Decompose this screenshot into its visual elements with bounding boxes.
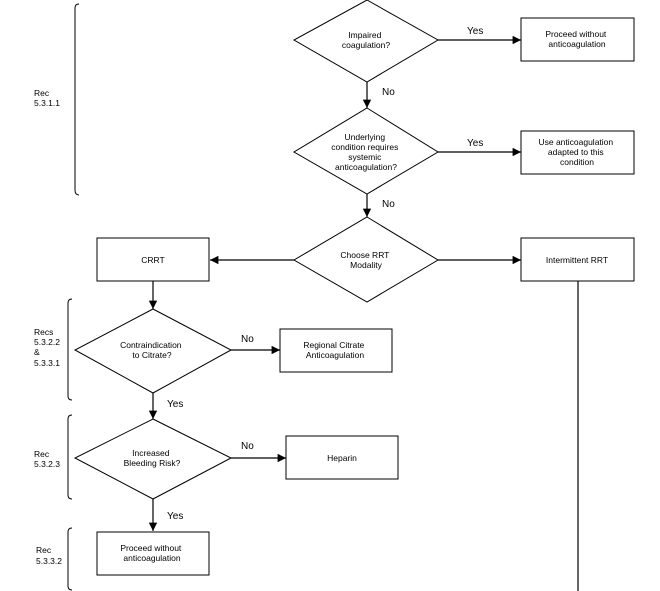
- decision-contraindication-citrate: Contraindication to Citrate?: [73, 308, 233, 394]
- svg-text:Proceed without anticoag: Proceed without anticoagulation: [545, 29, 608, 49]
- svg-text:Underlying condition req: Underlying condition requires systemic a…: [331, 132, 400, 172]
- label-no-contra: No: [241, 334, 254, 345]
- label-yes-impaired: Yes: [467, 26, 483, 37]
- decision-increased-bleeding-risk: Increased Bleeding Risk?: [73, 418, 233, 500]
- label-yes-underlying: Yes: [467, 138, 483, 149]
- decision-choose-rrt-modality: Choose RRT Modality: [293, 216, 439, 303]
- label-yes-bleeding: Yes: [167, 511, 183, 522]
- svg-text:Impaired coagulation?: Impaired coagulation?: [342, 30, 390, 50]
- svg-text:Heparin: Heparin: [327, 453, 357, 463]
- rec-label-5-3-2-2: Recs 5.3.2.2 & 5.3.3.1: [34, 327, 62, 368]
- box-regional-citrate: Regional Citrate Anticoagulation: [279, 328, 393, 373]
- svg-text:Regional Citrate Anticoa: Regional Citrate Anticoagulation: [303, 340, 366, 360]
- svg-text:Use anticoagulation adap: Use anticoagulation adapted to this cond…: [538, 137, 615, 167]
- label-no-underlying: No: [382, 199, 395, 210]
- decision-impaired-coagulation: Impaired coagulation?: [292, 0, 439, 83]
- bracket-rec-5-3-3-2: [67, 527, 73, 591]
- box-heparin: Heparin: [285, 435, 399, 480]
- svg-text:Choose RRT Modality: Choose RRT Modality: [340, 250, 391, 270]
- box-crrt: CRRT: [96, 237, 210, 282]
- rec-label-5-3-3-2: Rec 5.3.3.2: [36, 545, 62, 566]
- label-no-impaired: No: [382, 87, 395, 98]
- svg-text:Intermittent RRT: Intermittent RRT: [546, 255, 608, 265]
- rec-label-5-3-2-3: Rec 5.3.2.3: [34, 449, 60, 469]
- svg-text:Increased Bleeding Risk?: Increased Bleeding Risk?: [124, 448, 181, 468]
- decision-underlying-condition: Underlying condition requires systemic a…: [293, 107, 439, 195]
- svg-text:Contraindication to Citr: Contraindication to Citrate?: [120, 340, 184, 360]
- box-proceed-without-top: Proceed without anticoagulation: [520, 17, 635, 62]
- box-use-anticoagulation: Use anticoagulation adapted to this cond…: [520, 130, 635, 175]
- label-yes-contra: Yes: [167, 399, 183, 410]
- label-no-bleeding: No: [241, 441, 254, 452]
- svg-text:CRRT: CRRT: [141, 255, 164, 265]
- bracket-recs-5-3-2-2: [67, 298, 73, 401]
- rec-label-5-3-1-1: Rec 5.3.1.1: [34, 88, 60, 108]
- box-intermittent-rrt: Intermittent RRT: [520, 237, 635, 282]
- svg-text:Proceed without anticoag: Proceed without anticoagulation: [120, 543, 183, 563]
- box-proceed-without-bottom: Proceed without anticoagulation: [96, 531, 210, 576]
- bracket-rec-5-3-2-3: [67, 414, 73, 500]
- bracket-rec-5-3-1-1: [74, 3, 80, 196]
